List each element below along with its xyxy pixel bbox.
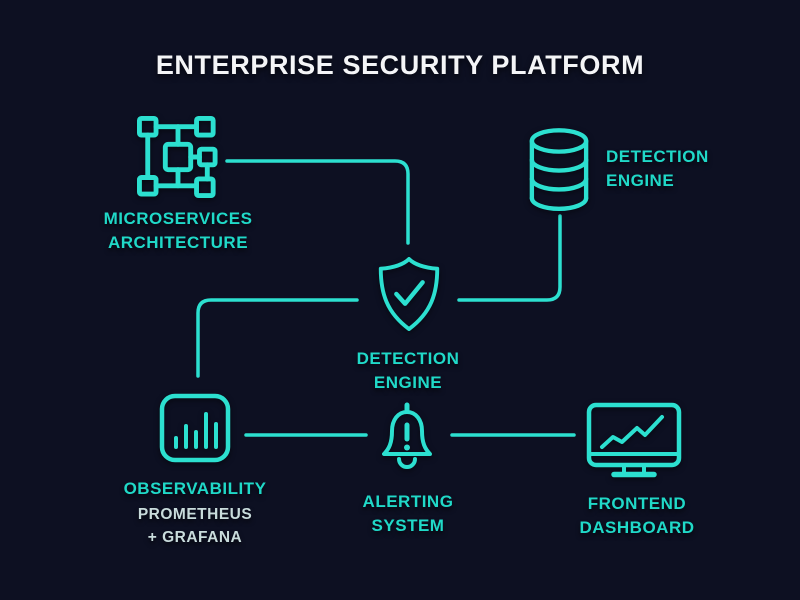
alerting-label: ALERTING SYSTEM [333, 490, 483, 538]
detection-engine-label: DETECTION ENGINE [323, 347, 493, 395]
observability-label: OBSERVABILITY [85, 477, 305, 501]
network-nodes-icon [137, 116, 218, 198]
shield-check-icon [378, 256, 440, 331]
edge-database-to-shield [457, 214, 562, 302]
microservices-label: MICROSERVICES ARCHITECTURE [68, 207, 288, 255]
database-label-line1: DETECTION [606, 147, 709, 166]
frontend-label: FRONTEND DASHBOARD [552, 492, 722, 540]
microservices-label-line1: MICROSERVICES [103, 209, 253, 228]
detection-engine-label-line1: DETECTION [356, 349, 460, 368]
alerting-label-line2: SYSTEM [371, 516, 445, 535]
frontend-label-line1: FRONTEND [587, 494, 687, 513]
observability-sublabel-line1: PROMETHEUS [137, 506, 253, 523]
page-title: ENTERPRISE SECURITY PLATFORM [155, 50, 645, 80]
bar-chart-icon [159, 393, 231, 463]
alerting-label-line1: ALERTING [362, 492, 454, 511]
bell-alert-icon [382, 402, 432, 469]
detection-engine-label-line2: ENGINE [373, 373, 443, 392]
edge-shield-to-observability [196, 298, 359, 378]
edge-microservices-to-shield [225, 159, 410, 245]
frontend-label-line2: DASHBOARD [579, 518, 695, 537]
observability-sublabel-line2: + GRAFANA [147, 529, 243, 546]
database-icon [529, 128, 589, 211]
monitor-chart-icon [586, 402, 682, 478]
observability-sublabel: PROMETHEUS + GRAFANA [85, 503, 305, 549]
observability-label-line1: OBSERVABILITY [123, 479, 267, 498]
database-label-line2: ENGINE [606, 171, 675, 190]
database-label: DETECTION ENGINE [606, 145, 766, 193]
microservices-label-line2: ARCHITECTURE [107, 233, 249, 252]
